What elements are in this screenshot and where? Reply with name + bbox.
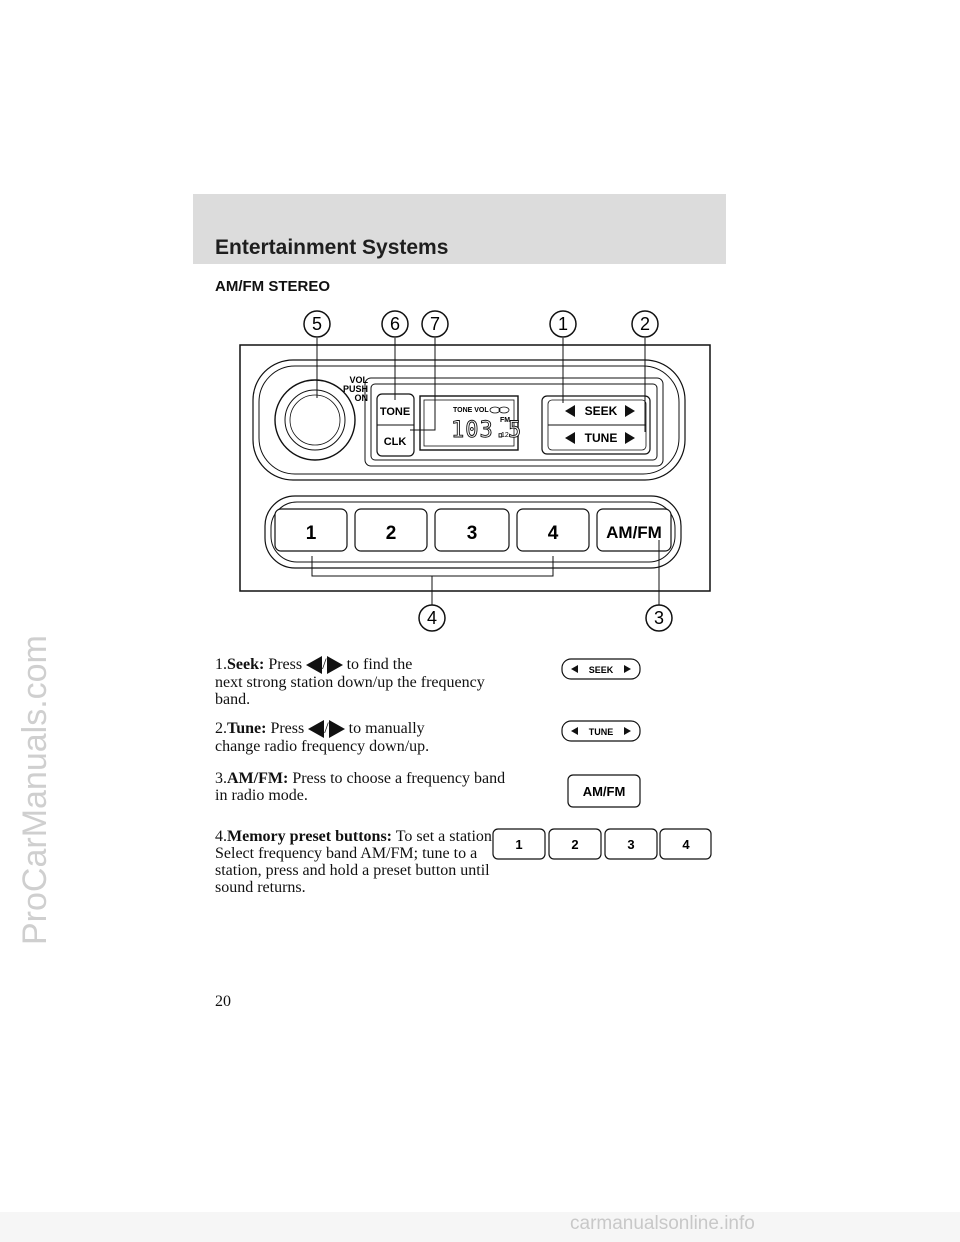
preset-label-4: 4: [548, 523, 559, 544]
item-title: AM/FM:: [227, 770, 289, 787]
seek-button-icon: SEEK: [561, 658, 641, 680]
callout-7: 7: [430, 314, 440, 334]
side-watermark-text: ProCarManuals.com: [16, 635, 54, 945]
item-title: Memory preset buttons:: [227, 828, 393, 845]
item-text: Press to choose a frequency band in radi…: [215, 770, 506, 804]
seek-label: SEEK: [585, 404, 618, 418]
display-frequency: 103.5: [451, 418, 522, 443]
tune-icon-label: TUNE: [589, 727, 614, 737]
item-memory-presets: 4.Memory preset buttons: To set a statio…: [215, 828, 510, 896]
preset-buttons-icon: 1 2 3 4: [492, 828, 712, 860]
preset-label-1: 1: [306, 523, 317, 544]
side-watermark: ProCarManuals.com: [16, 635, 54, 945]
display-band: FM: [500, 417, 510, 424]
header-band: [193, 194, 726, 264]
preset-button-1: [274, 508, 348, 552]
item-text: next strong station down/up the frequenc…: [215, 674, 485, 709]
callout-3: 3: [654, 608, 664, 628]
item-amfm: 3.AM/FM: Press to choose a frequency ban…: [215, 770, 515, 804]
page-number: 20: [215, 993, 231, 1010]
preset-icon-label-4: 4: [682, 837, 690, 852]
item-text: change radio frequency down/up.: [215, 738, 430, 756]
seek-icon-label: SEEK: [589, 665, 614, 675]
knob-label-vol: VOL: [349, 375, 368, 385]
radio-diagram: VOL PUSH ON TONE CLK TONE VOL FM 103.5 1…: [239, 310, 711, 632]
item-text: to manually: [348, 720, 425, 737]
callout-4: 4: [427, 608, 437, 628]
item-text: Press: [268, 656, 303, 673]
item-seek: 1.Seek: Press / to find the next strong …: [215, 656, 515, 708]
tune-up-icon: [328, 720, 345, 739]
tune-label: TUNE: [585, 431, 618, 445]
callout-6: 6: [390, 314, 400, 334]
preset-button-3: [434, 508, 510, 552]
page-header-title: Entertainment Systems: [215, 236, 449, 259]
preset-icon-label-1: 1: [515, 837, 522, 852]
item-number: 2.: [215, 720, 227, 737]
section-heading: AM/FM STEREO: [215, 278, 330, 295]
seek-down-icon: [306, 656, 323, 675]
preset-label-2: 2: [386, 523, 397, 544]
callout-1: 1: [558, 314, 568, 334]
amfm-button: [596, 508, 672, 552]
tune-button-icon: TUNE: [561, 720, 641, 742]
seek-up-icon: [326, 656, 343, 675]
item-tune: 2.Tune: Press / to manually change radio…: [215, 720, 515, 755]
preset-label-3: 3: [467, 523, 478, 544]
tone-label: TONE: [380, 406, 410, 418]
callout-2: 2: [640, 314, 650, 334]
item-text: /: [324, 720, 329, 737]
amfm-icon-label: AM/FM: [583, 784, 626, 799]
item-text: Press: [270, 720, 305, 737]
item-number: 3.: [215, 770, 227, 787]
preset-icon-label-3: 3: [627, 837, 634, 852]
footer-band: [0, 1212, 960, 1242]
callout-markers: [303, 310, 673, 632]
preset-button-4: [516, 508, 590, 552]
clk-label: CLK: [384, 436, 407, 448]
amfm-button-icon: AM/FM: [567, 774, 641, 808]
item-text: To set a station: Select frequency band …: [215, 828, 497, 896]
item-text: /: [322, 656, 327, 673]
callout-5: 5: [312, 314, 322, 334]
preset-button-2: [354, 508, 428, 552]
item-text: to find the: [346, 656, 413, 673]
item-title: Tune:: [227, 720, 267, 737]
item-number: 4.: [215, 828, 227, 845]
display-small: 12: [501, 432, 509, 439]
knob-label-push: PUSH: [343, 384, 368, 394]
item-number: 1.: [215, 656, 227, 673]
knob-label-on: ON: [355, 393, 369, 403]
item-title: Seek:: [227, 656, 265, 673]
amfm-label: AM/FM: [606, 523, 662, 542]
display-indicators: TONE VOL: [453, 407, 489, 414]
tune-down-icon: [308, 720, 325, 739]
footer-watermark: carmanualsonline.info: [570, 1213, 755, 1234]
preset-icon-label-2: 2: [571, 837, 578, 852]
